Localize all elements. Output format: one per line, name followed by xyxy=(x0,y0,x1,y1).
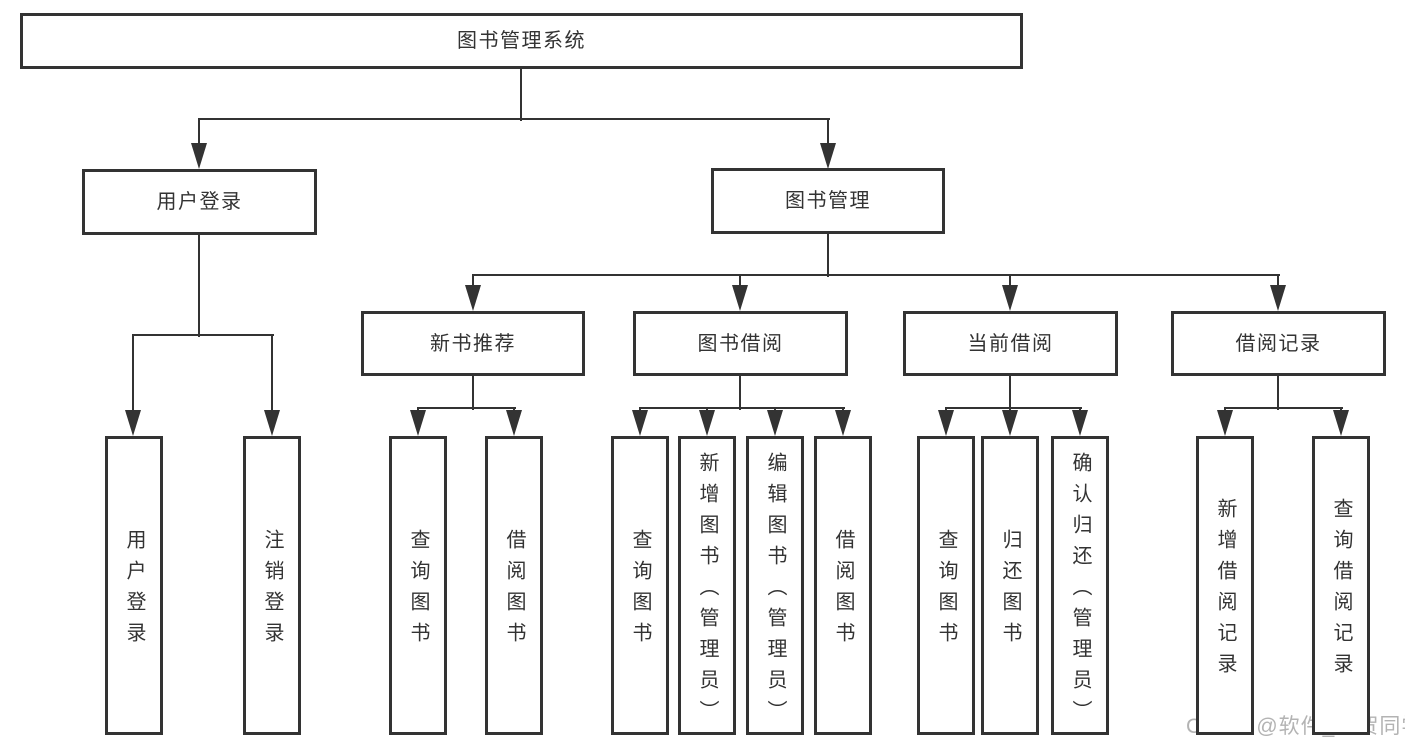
node-br-query: 查询借阅记录 xyxy=(1312,436,1370,735)
node-cb-confirm: 确认归还（管理员） xyxy=(1051,436,1109,735)
node-label-cb-confirm: 确认归还（管理员） xyxy=(1069,451,1091,731)
node-new-book-rec: 新书推荐 xyxy=(361,311,585,376)
connector-line xyxy=(131,335,135,412)
connector-line xyxy=(738,275,742,287)
node-label-br-query: 查询借阅记录 xyxy=(1330,498,1352,684)
connector-line xyxy=(132,333,274,337)
node-nb-query: 查询图书 xyxy=(389,436,447,735)
connector-line xyxy=(1008,376,1012,410)
node-root: 图书管理系统 xyxy=(20,13,1023,69)
arrowhead-down-icon xyxy=(632,410,648,436)
connector-line xyxy=(1276,376,1280,410)
node-label-new-book-rec: 新书推荐 xyxy=(430,332,516,355)
connector-line xyxy=(826,119,830,145)
arrowhead-down-icon xyxy=(1333,410,1349,436)
node-label-current-borrow: 当前借阅 xyxy=(967,332,1054,355)
node-bb-edit: 编辑图书（管理员） xyxy=(746,436,804,735)
node-book-borrow: 图书借阅 xyxy=(633,311,848,376)
node-current-borrow: 当前借阅 xyxy=(903,311,1118,376)
node-bb-borrow: 借阅图书 xyxy=(814,436,872,735)
connector-line xyxy=(1224,406,1343,410)
node-label-bb-edit: 编辑图书（管理员） xyxy=(764,451,786,731)
arrowhead-down-icon xyxy=(1072,410,1088,436)
node-bb-add: 新增图书（管理员） xyxy=(678,436,736,735)
connector-line xyxy=(1008,275,1012,287)
node-label-cb-query: 查询图书 xyxy=(935,529,957,653)
node-label-book-mgmt: 图书管理 xyxy=(785,190,871,212)
node-br-add: 新增借阅记录 xyxy=(1196,436,1254,735)
connector-line xyxy=(738,376,742,410)
connector-line xyxy=(945,406,1082,410)
arrowhead-down-icon xyxy=(125,410,141,436)
node-label-bb-borrow: 借阅图书 xyxy=(832,529,854,653)
connector-line xyxy=(197,235,201,337)
node-label-br-add: 新增借阅记录 xyxy=(1214,498,1236,684)
connector-line xyxy=(417,406,516,410)
arrowhead-down-icon xyxy=(732,285,748,311)
arrowhead-down-icon xyxy=(1270,285,1286,311)
connector-line xyxy=(1276,275,1280,287)
node-nb-borrow: 借阅图书 xyxy=(485,436,543,735)
arrowhead-down-icon xyxy=(1002,285,1018,311)
connector-line xyxy=(198,117,830,121)
arrowhead-down-icon xyxy=(410,410,426,436)
node-label-bb-add: 新增图书（管理员） xyxy=(696,451,718,731)
connector-line xyxy=(471,376,475,410)
node-label-nb-query: 查询图书 xyxy=(407,529,429,653)
arrowhead-down-icon xyxy=(835,410,851,436)
node-label-login: 用户登录 xyxy=(123,529,145,653)
node-label-logout: 注销登录 xyxy=(261,529,283,653)
node-borrow-record: 借阅记录 xyxy=(1171,311,1386,376)
node-cb-query: 查询图书 xyxy=(917,436,975,735)
node-label-bb-query: 查询图书 xyxy=(629,529,651,653)
arrowhead-down-icon xyxy=(191,143,207,169)
node-user-login: 用户登录 xyxy=(82,169,317,235)
connector-line xyxy=(270,335,274,412)
node-book-mgmt: 图书管理 xyxy=(711,168,945,234)
connector-line xyxy=(639,406,845,410)
arrowhead-down-icon xyxy=(820,143,836,169)
node-label-cb-return: 归还图书 xyxy=(999,529,1021,653)
arrowhead-down-icon xyxy=(938,410,954,436)
arrowhead-down-icon xyxy=(1217,410,1233,436)
node-login: 用户登录 xyxy=(105,436,163,735)
connector-line xyxy=(519,69,523,121)
connector-line xyxy=(197,119,201,145)
node-label-nb-borrow: 借阅图书 xyxy=(503,529,525,653)
arrowhead-down-icon xyxy=(506,410,522,436)
node-label-root: 图书管理系统 xyxy=(457,30,586,52)
arrowhead-down-icon xyxy=(465,285,481,311)
connector-line xyxy=(472,273,1280,277)
node-bb-query: 查询图书 xyxy=(611,436,669,735)
arrowhead-down-icon xyxy=(767,410,783,436)
arrowhead-down-icon xyxy=(1002,410,1018,436)
node-label-book-borrow: 图书借阅 xyxy=(697,332,784,355)
connector-line xyxy=(826,234,830,277)
arrowhead-down-icon xyxy=(264,410,280,436)
arrowhead-down-icon xyxy=(699,410,715,436)
node-label-user-login: 用户登录 xyxy=(156,191,243,213)
connector-line xyxy=(471,275,475,287)
node-cb-return: 归还图书 xyxy=(981,436,1039,735)
node-logout: 注销登录 xyxy=(243,436,301,735)
node-label-borrow-record: 借阅记录 xyxy=(1235,332,1322,355)
